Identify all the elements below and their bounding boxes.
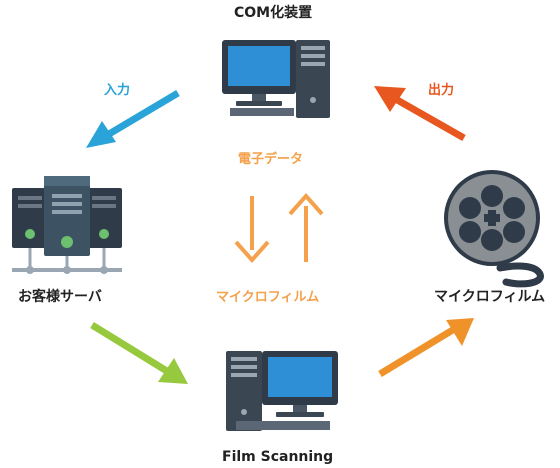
up-arrow [288,192,324,262]
center-bottom-label: マイクロフィルム [216,290,320,305]
com-device-label: COM化装置 [234,5,313,21]
customer-server-label: お客様サーバ [18,289,102,305]
input-label: 入力 [104,83,131,98]
server-to-scan-arrow [90,322,188,384]
microfilm-label: マイクロフィルム [434,289,546,305]
scan-to-microfilm-arrow [378,318,474,377]
output-arrow [374,86,466,142]
center-top-label: 電子データ [238,152,304,167]
down-arrow [234,196,270,264]
microfilm-reel-icon [444,170,544,288]
output-label: 出力 [428,83,455,98]
com-device-computer-icon [222,40,330,118]
film-scanning-label: Film Scanning [222,449,334,465]
customer-server-icon [12,176,122,274]
input-arrow [86,89,180,148]
film-scanning-computer-icon [226,351,338,431]
